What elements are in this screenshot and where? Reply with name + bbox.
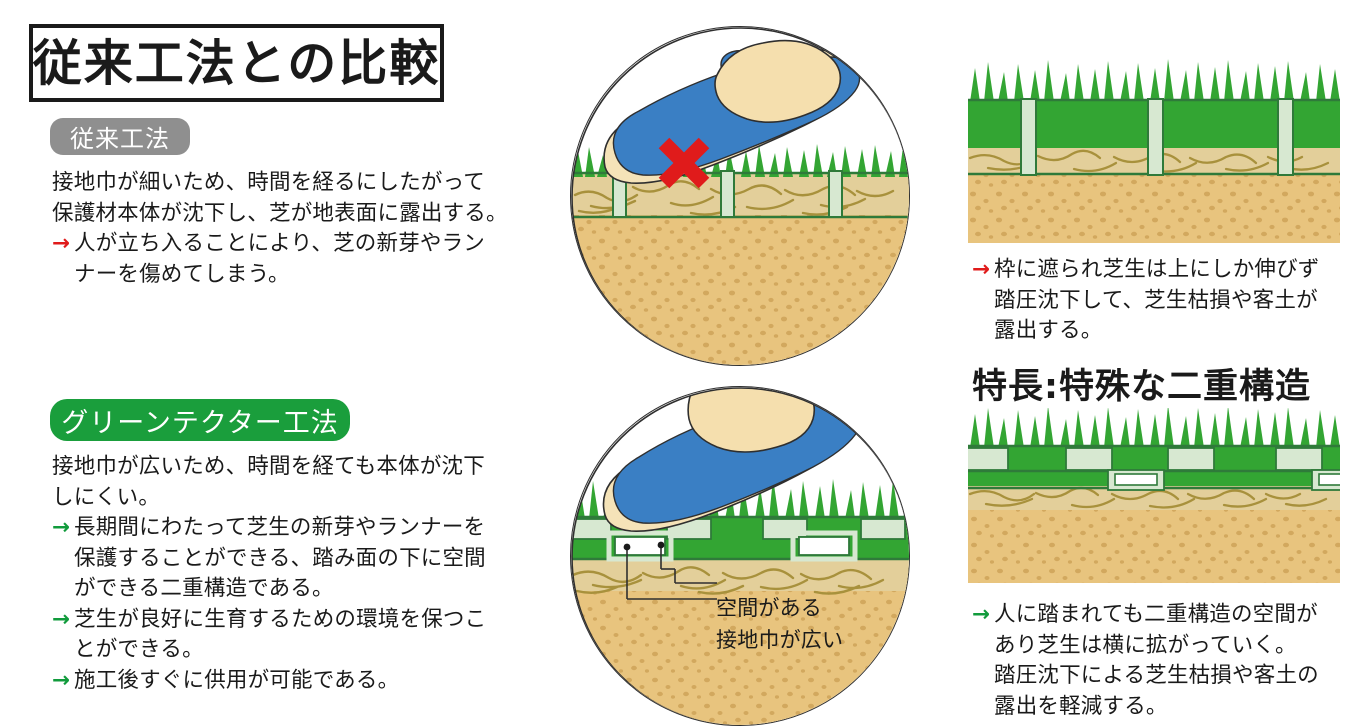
conventional-description: 接地巾が細いため、時間を経るにしたがって 保護材本体が沈下し、芝が地表面に露出す… bbox=[52, 168, 522, 290]
page-title: 従来工法との比較 bbox=[29, 24, 444, 102]
void-box bbox=[1107, 469, 1340, 491]
greentector-section-caption: →人に踏まれても二重構造の空間が あり芝生は横に拡がっていく。 踏圧沈下による芝… bbox=[972, 600, 1357, 722]
conventional-section-svg bbox=[968, 58, 1340, 243]
protector-frame-rib bbox=[1020, 98, 1294, 176]
text-line: 保護材本体が沈下し、芝が地表面に露出する。 bbox=[52, 200, 508, 226]
illustration-greentector-section bbox=[968, 408, 1340, 583]
greentector-description: 接地巾が広いため、時間を経ても本体が沈下 しにくい。 →長期間にわたって芝生の新… bbox=[52, 452, 527, 696]
text-line: 保護することができる、踏み面の下に空間 bbox=[74, 545, 486, 571]
text-line: あり芝生は横に拡がっていく。 bbox=[994, 632, 1297, 658]
page-title-text: 従来工法との比較 bbox=[32, 34, 441, 92]
callout-label-contact-width: 接地巾が広い bbox=[716, 628, 844, 652]
arrow-icon: → bbox=[972, 257, 991, 282]
badge-conventional-method: 従来工法 bbox=[50, 118, 190, 155]
text-line: →施工後すぐに供用が可能である。 bbox=[52, 666, 527, 697]
arrow-icon: → bbox=[52, 231, 71, 257]
text-line: 踏圧沈下して、芝生枯損や客土が bbox=[994, 287, 1318, 313]
text-line: →人に踏まれても二重構造の空間が bbox=[972, 600, 1357, 631]
text-line: →枠に遮られ芝生は上にしか伸びず bbox=[972, 255, 1352, 286]
text-line: 接地巾が広いため、時間を経ても本体が沈下 bbox=[52, 454, 485, 479]
x-mark-icon bbox=[658, 137, 710, 189]
text-line: 踏圧沈下による芝生枯損や客土の bbox=[994, 663, 1319, 689]
illustration-conventional-section bbox=[968, 58, 1340, 243]
greentector-cross-section-svg bbox=[571, 387, 909, 725]
feature-heading: 特長:特殊な二重構造 bbox=[972, 367, 1311, 407]
conventional-cross-section-svg bbox=[571, 27, 909, 365]
text-line: →芝生が良好に生育するための環境を保つこ bbox=[52, 605, 527, 636]
text-line: とができる。 bbox=[74, 637, 204, 663]
ankle bbox=[714, 39, 842, 123]
text-line: 露出する。 bbox=[994, 318, 1103, 344]
callout-label-space: 空間がある bbox=[716, 596, 822, 620]
text-line: →長期間にわたって芝生の新芽やランナーを bbox=[52, 513, 527, 544]
badge-greentector-method: グリーンテクター工法 bbox=[50, 399, 350, 441]
callout-leader-line bbox=[626, 545, 717, 600]
tread-pad bbox=[968, 447, 1323, 471]
text-line: ナーを傷めてしまう。 bbox=[74, 261, 290, 287]
arrow-icon: → bbox=[52, 606, 71, 632]
callout-dot bbox=[623, 543, 631, 551]
text-line: 接地巾が細いため、時間を経るにしたがって bbox=[52, 170, 485, 195]
text-line: しにくい。 bbox=[52, 484, 161, 510]
arrow-icon: → bbox=[52, 667, 71, 693]
arrow-icon: → bbox=[52, 515, 71, 541]
arrow-icon: → bbox=[972, 602, 991, 627]
illustration-greentector-circle bbox=[570, 386, 910, 726]
badge-conventional-label: 従来工法 bbox=[70, 125, 170, 153]
illustration-conventional-circle bbox=[570, 26, 910, 366]
text-line: →人が立ち入ることにより、芝の新芽やラン bbox=[52, 229, 522, 260]
badge-greentector-label: グリーンテクター工法 bbox=[61, 407, 339, 439]
text-line: 露出を軽減する。 bbox=[994, 693, 1168, 719]
text-line: ができる二重構造である。 bbox=[74, 576, 334, 602]
greentector-section-svg bbox=[968, 408, 1340, 583]
callout-dot bbox=[657, 541, 665, 549]
conventional-section-caption: →枠に遮られ芝生は上にしか伸びず 踏圧沈下して、芝生枯損や客土が 露出する。 bbox=[972, 255, 1352, 347]
